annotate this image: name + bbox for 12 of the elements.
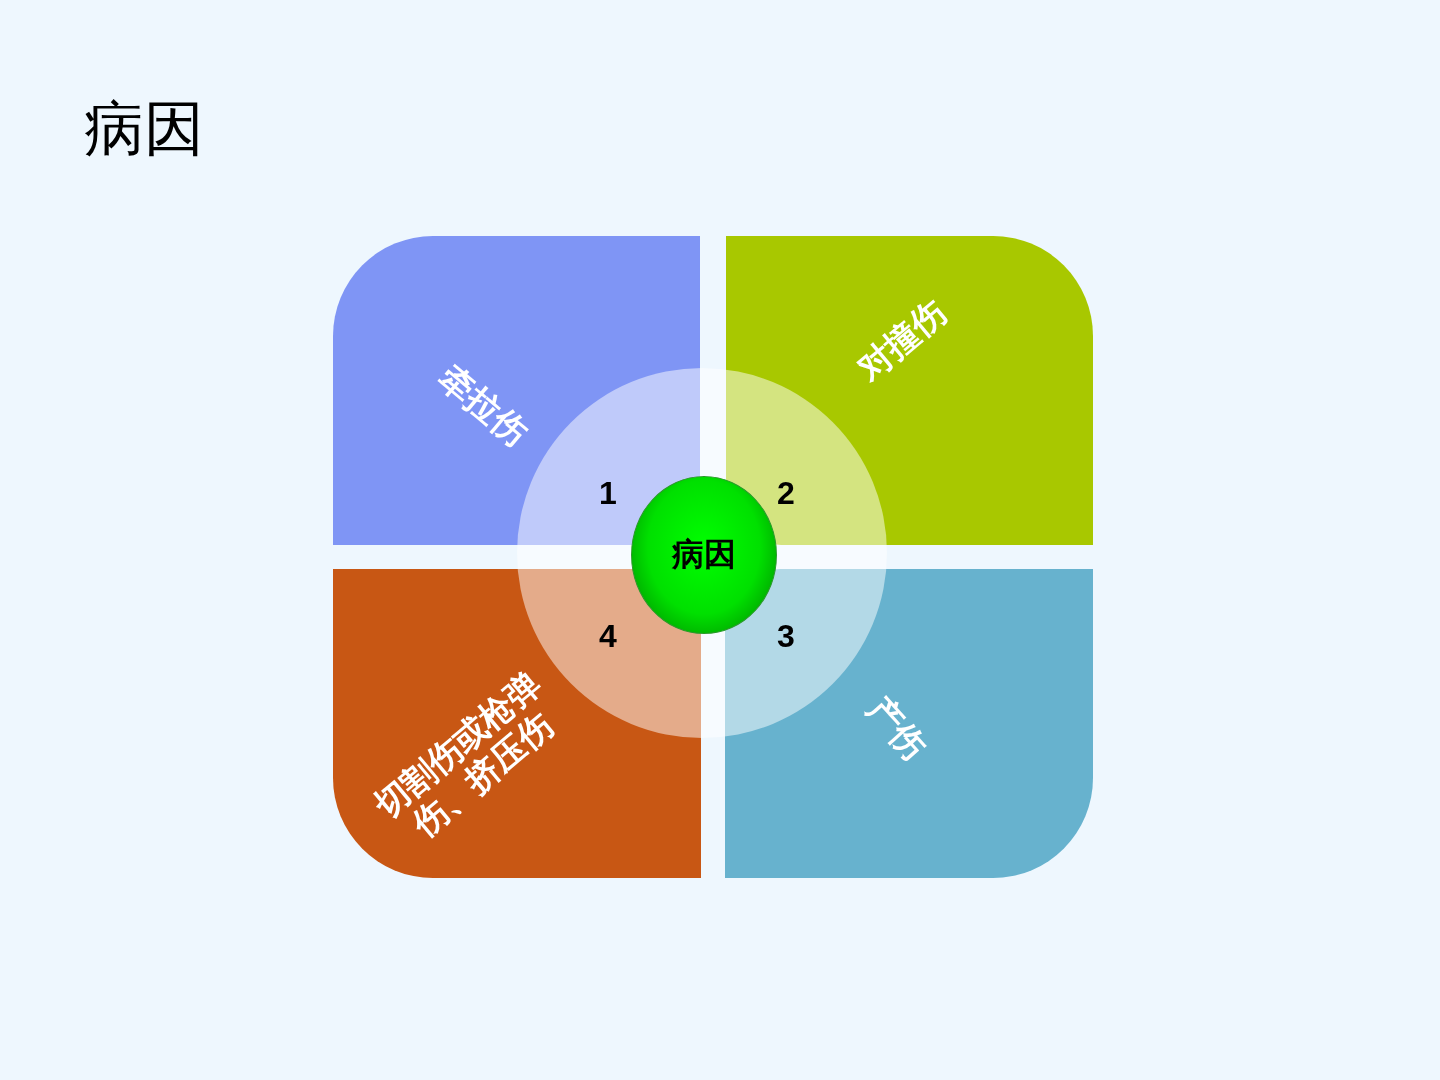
segment-number: 3 [777, 617, 795, 655]
segment-number: 4 [599, 617, 617, 655]
quadrant-label: 牵拉伤 [430, 355, 537, 455]
quadrant-label: 产伤 [858, 688, 936, 769]
quadrant-panel [333, 569, 701, 878]
quadrant-label: 对撞伤 [848, 290, 955, 390]
quadrant-label: 切割伤或枪弹伤、挤压伤 [365, 662, 562, 847]
segment-number: 1 [599, 474, 617, 512]
page-title: 病因 [84, 92, 204, 164]
center-label: 病因 [672, 534, 736, 575]
segment-number: 2 [777, 474, 795, 512]
quadrant-panel [725, 569, 1093, 878]
